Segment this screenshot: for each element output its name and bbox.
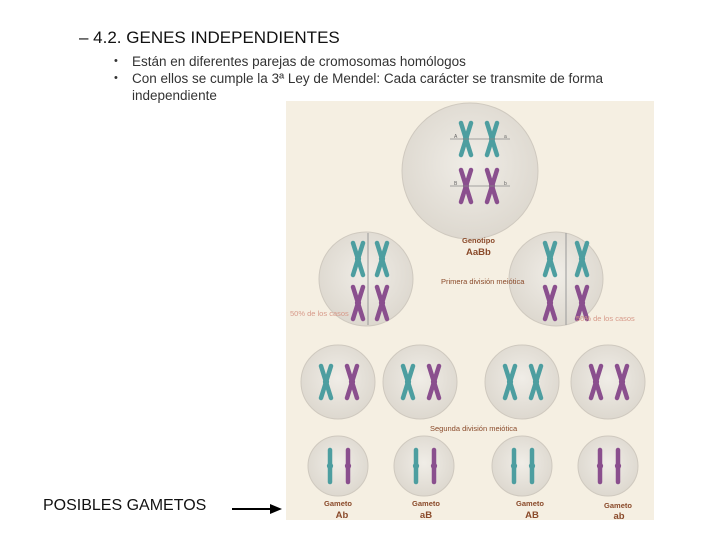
bullet-list: • Están en diferentes parejas de cromoso… (114, 53, 654, 104)
svg-text:B: B (454, 181, 458, 187)
bullet-item: • Con ellos se cumple la 3ª Ley de Mende… (114, 70, 654, 104)
gamete-genotype-Ab: Ab (336, 510, 349, 520)
first-division-label: Primera división meiótica (441, 277, 525, 286)
left-percent-label: 50% de los casos (290, 309, 349, 318)
svg-text:a: a (504, 134, 507, 140)
arrow-right-icon (232, 504, 282, 514)
svg-text:b: b (504, 181, 507, 187)
first-division-cell-right (508, 231, 604, 327)
second-division-cell-4 (570, 344, 646, 420)
gamete-label: Gameto (516, 499, 544, 508)
second-division-cell-2 (382, 344, 458, 420)
gamete-genotype-AB: AB (525, 510, 539, 520)
gamete-cell-4 (577, 435, 639, 497)
genotype-value: AaBb (466, 247, 491, 258)
bullet-text: Con ellos se cumple la 3ª Ley de Mendel:… (132, 71, 603, 103)
bullet-text: Están en diferentes parejas de cromosoma… (132, 54, 466, 69)
gamete-cell-3 (491, 435, 553, 497)
possible-gametes-label: POSIBLES GAMETOS (43, 497, 207, 514)
second-division-cell-1 (300, 344, 376, 420)
bullet-dot-icon: • (114, 72, 118, 84)
svg-text:A: A (454, 134, 458, 140)
genotype-label: Genotipo (462, 236, 495, 245)
gamete-cell-1 (307, 435, 369, 497)
gamete-label: Gameto (324, 499, 352, 508)
first-division-cell-left (318, 231, 414, 327)
gamete-genotype-aB: aB (420, 510, 432, 520)
gamete-label: Gameto (604, 501, 632, 510)
gamete-cell-2 (393, 435, 455, 497)
second-division-label: Segunda división meiótica (430, 424, 518, 433)
gamete-genotype-ab: ab (613, 511, 624, 520)
slide-heading: – 4.2. GENES INDEPENDIENTES (79, 28, 340, 47)
right-percent-label: 50% de los casos (576, 314, 635, 323)
second-division-cell-3 (484, 344, 560, 420)
bullet-item: • Están en diferentes parejas de cromoso… (114, 53, 654, 70)
bullet-dot-icon: • (114, 55, 118, 67)
gamete-label: Gameto (412, 499, 440, 508)
